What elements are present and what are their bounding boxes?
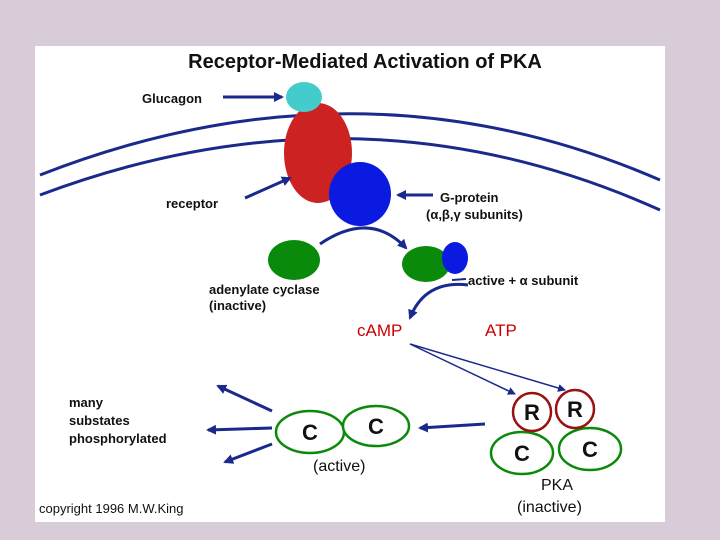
atp-label: ATP — [485, 321, 517, 340]
receptor-label: receptor — [166, 196, 218, 211]
glucagon-shape — [286, 82, 322, 112]
g-protein-label: G-protein — [440, 190, 499, 205]
camp-to-r-right-arrow — [409, 343, 566, 392]
pka-label: PKA — [541, 477, 573, 494]
pka-catalytic-subunit-right: C — [557, 426, 623, 472]
svg-text:R: R — [567, 397, 583, 422]
pka-regulatory-subunit-left: R — [511, 391, 553, 433]
receptor-arrow — [244, 176, 292, 200]
many-label: many — [69, 395, 104, 410]
adenylate-cyclase-inactive-shape — [268, 240, 320, 280]
active-catalytic-subunit-left: C — [274, 409, 346, 455]
phosphorylated-label: phosphorylated — [69, 431, 167, 446]
glucagon-label: Glucagon — [142, 91, 202, 106]
pka-catalytic-subunit-left: C — [489, 430, 555, 476]
adenylate-cyclase-label: adenylate cyclase — [209, 282, 320, 297]
active-catalytic-subunit-right: C — [341, 404, 411, 448]
output-arrow-up — [216, 384, 273, 413]
adenylate-cyclase-state-label: (inactive) — [209, 298, 266, 313]
substates-label: substates — [69, 413, 130, 428]
g-protein-shape — [329, 162, 391, 226]
activation-arc-arrow — [319, 226, 408, 250]
active-label: (active) — [313, 458, 365, 475]
output-arrow-middle — [206, 424, 273, 435]
pka-release-arrow — [418, 422, 486, 433]
pka-state-label: (inactive) — [517, 499, 582, 516]
diagram-title: Receptor-Mediated Activation of PKA — [188, 51, 542, 73]
svg-text:C: C — [514, 441, 530, 466]
camp-to-r-left-arrow — [409, 343, 516, 395]
svg-text:C: C — [368, 414, 384, 439]
svg-text:R: R — [524, 400, 540, 425]
membrane-inner — [39, 137, 661, 212]
svg-text:C: C — [302, 420, 318, 445]
atp-to-camp-arc-arrow — [408, 282, 469, 320]
membrane-outer — [39, 112, 661, 182]
output-arrow-down — [223, 442, 273, 464]
svg-text:C: C — [582, 437, 598, 462]
g-protein-subunits-label: (α,β,γ subunits) — [426, 207, 523, 222]
camp-label: cAMP — [357, 321, 402, 340]
active-alpha-label: active + α subunit — [468, 273, 579, 288]
alpha-subunit-shape — [442, 242, 468, 274]
adenylate-cyclase-active-shape — [402, 246, 450, 282]
copyright-label: copyright 1996 M.W.King — [39, 501, 184, 516]
active-alpha-arrow — [451, 278, 467, 281]
pka-regulatory-subunit-right: R — [554, 388, 596, 430]
